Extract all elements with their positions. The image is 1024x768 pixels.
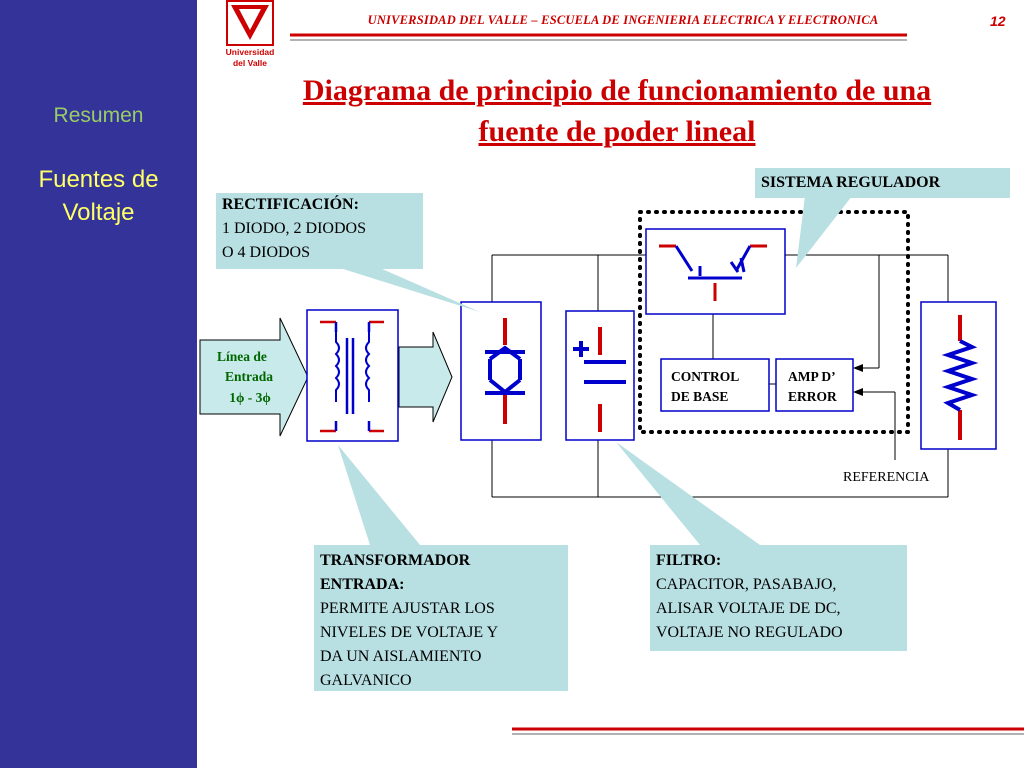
reference-arrow-icon	[853, 388, 863, 396]
transformer-block	[306, 309, 399, 442]
regulator-pointer	[796, 196, 852, 268]
university-logo: Universidad del Valle	[226, 0, 276, 70]
resistor-icon	[941, 339, 979, 412]
error-amp-block: AMP D’ ERROR	[775, 358, 854, 412]
reference-label: REFERENCIA	[843, 470, 930, 485]
slide-title-line2: fuente de poder lineal	[478, 115, 756, 148]
input-label-line1: Línea de	[217, 349, 267, 364]
transistor-icon	[674, 245, 752, 280]
input-arrow-icon	[199, 317, 309, 437]
rectification-pointer	[340, 268, 480, 312]
capacitor-icon	[573, 341, 626, 384]
transformer-heading1: TRANSFORMADOR	[320, 552, 471, 569]
sidebar-summary[interactable]: Resumen	[53, 104, 144, 127]
callout-rectification: RECTIFICACIÓN: 1 DIODO, 2 DIODOS O 4 DIO…	[216, 193, 423, 269]
load-block	[920, 301, 997, 450]
control-base-line1: CONTROL	[671, 369, 739, 384]
rectification-line1: 1 DIODO, 2 DIODOS	[222, 220, 366, 237]
error-amp-line1: AMP D’	[788, 369, 836, 384]
header-institution: UNIVERSIDAD DEL VALLE – ESCUELA DE INGEN…	[367, 13, 879, 27]
filter-block	[565, 310, 635, 441]
circuit-wires	[491, 254, 949, 498]
pass-transistor-block	[645, 228, 786, 315]
diode-bridge-icon	[485, 345, 525, 395]
filter-heading: FILTRO:	[656, 552, 722, 569]
transformer-heading2: ENTRADA:	[320, 576, 405, 593]
logo-inner-icon	[239, 9, 261, 30]
callout-filter: FILTRO: CAPACITOR, PASABAJO, ALISAR VOLT…	[650, 545, 907, 651]
filter-line2: ALISAR VOLTAJE DE DC,	[656, 600, 841, 617]
transformer-line2: NIVELES DE VOLTAJE Y	[320, 624, 499, 641]
transformer-line4: GALVANICO	[320, 672, 412, 689]
logo-text-line1: Universidad	[226, 47, 274, 57]
rectification-line2: O 4 DIODOS	[222, 244, 310, 261]
filter-line1: CAPACITOR, PASABAJO,	[656, 576, 837, 593]
logo-text-line2: del Valle	[233, 58, 267, 68]
callout-transformer: TRANSFORMADOR ENTRADA: PERMITE AJUSTAR L…	[314, 545, 568, 691]
transformer-pointer	[338, 445, 420, 545]
control-base-block: CONTROL DE BASE	[660, 358, 770, 412]
feedback-arrow-icon	[853, 364, 863, 372]
transformer-line1: PERMITE AJUSTAR LOS	[320, 600, 495, 617]
error-amp-line2: ERROR	[788, 389, 837, 404]
sidebar: Resumen Fuentes de Voltaje	[0, 0, 197, 768]
rectification-heading: RECTIFICACIÓN:	[222, 196, 359, 213]
rectifier-block	[460, 301, 542, 441]
slide-title-line1: Diagrama de principio de funcionamiento …	[302, 74, 932, 107]
filter-pointer	[616, 442, 760, 545]
transformer-leads-icon	[320, 320, 384, 433]
regulator-heading: SISTEMA REGULADOR	[761, 174, 941, 191]
transformer-line3: DA UN AISLAMIENTO	[320, 648, 482, 665]
transformer-output-arrow-icon	[398, 331, 453, 423]
sidebar-topic-line1[interactable]: Fuentes de	[38, 166, 159, 193]
slide-title: Diagrama de principio de funcionamiento …	[232, 70, 1002, 152]
filter-line3: VOLTAJE NO REGULADO	[656, 624, 843, 641]
transformer-coil-icon	[334, 330, 371, 414]
callout-regulator: SISTEMA REGULADOR	[755, 168, 1010, 198]
sidebar-topic-line2: Voltaje	[62, 199, 135, 226]
input-label-line2: Entrada	[225, 369, 273, 384]
input-label-line3: 1ϕ - 3ϕ	[229, 390, 271, 405]
regulator-dotted-frame	[638, 210, 910, 434]
control-base-line2: DE BASE	[671, 389, 728, 404]
page-number: 12	[990, 13, 1006, 29]
